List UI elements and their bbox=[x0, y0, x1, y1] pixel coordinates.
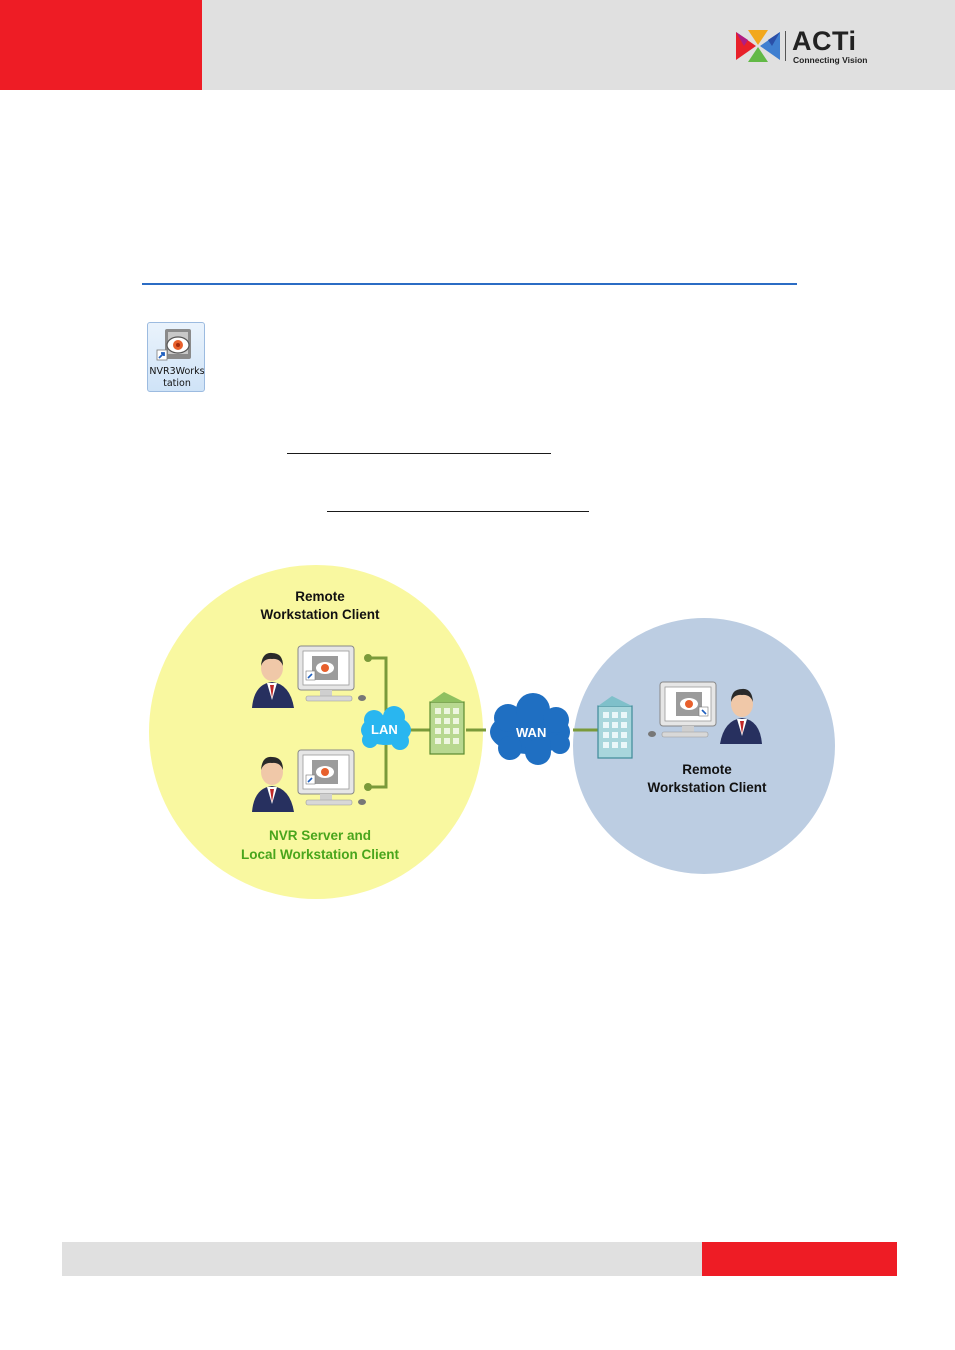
nvr-server-label-line1: NVR Server and bbox=[268, 828, 372, 843]
wan-label: WAN bbox=[516, 725, 547, 740]
nvr-workstation-eye-icon bbox=[156, 329, 191, 361]
remote-site-workstation-icon bbox=[647, 681, 763, 745]
network-topology-diagram: Remote Workstation Client LAN WAN NVR Se… bbox=[148, 560, 838, 905]
network-cables bbox=[368, 656, 598, 789]
local-site-zone bbox=[149, 565, 483, 899]
brand-name: ACTi bbox=[792, 26, 857, 56]
shortcut-label: NVR3Workstation bbox=[149, 366, 205, 389]
footer-accent-block bbox=[702, 1242, 897, 1276]
header-accent-block bbox=[0, 0, 202, 90]
acti-logo: ACTi Connecting Vision bbox=[734, 26, 884, 68]
lan-label: LAN bbox=[371, 722, 398, 737]
nvr-workstation-shortcut[interactable]: NVR3Workstation bbox=[147, 322, 205, 392]
nvr-server-workstation-icon bbox=[251, 749, 367, 813]
nvr-server-label-line2: Local Workstation Client bbox=[240, 847, 400, 862]
diagram-graphics bbox=[149, 565, 835, 899]
brand-tagline: Connecting Vision bbox=[793, 55, 868, 65]
remote-building-icon bbox=[597, 696, 633, 759]
remote-client-label-line2: Workstation Client bbox=[260, 607, 380, 622]
local-building-icon bbox=[429, 692, 465, 755]
acti-logo-mark-icon bbox=[736, 30, 780, 62]
remote-site-label-line2: Workstation Client bbox=[647, 780, 767, 795]
footer-band bbox=[62, 1242, 702, 1276]
remote-site-zone bbox=[573, 618, 835, 874]
logo-divider bbox=[785, 31, 786, 61]
hyperlink-underline[interactable] bbox=[287, 453, 551, 454]
hyperlink-underline[interactable] bbox=[327, 511, 589, 512]
lan-cloud-icon bbox=[361, 706, 411, 750]
wan-cloud-icon bbox=[490, 693, 570, 765]
section-divider bbox=[142, 283, 797, 285]
remote-workstation-client-icon bbox=[251, 645, 367, 709]
remote-client-label-line1: Remote bbox=[295, 589, 345, 604]
remote-site-label-line1: Remote bbox=[682, 762, 732, 777]
